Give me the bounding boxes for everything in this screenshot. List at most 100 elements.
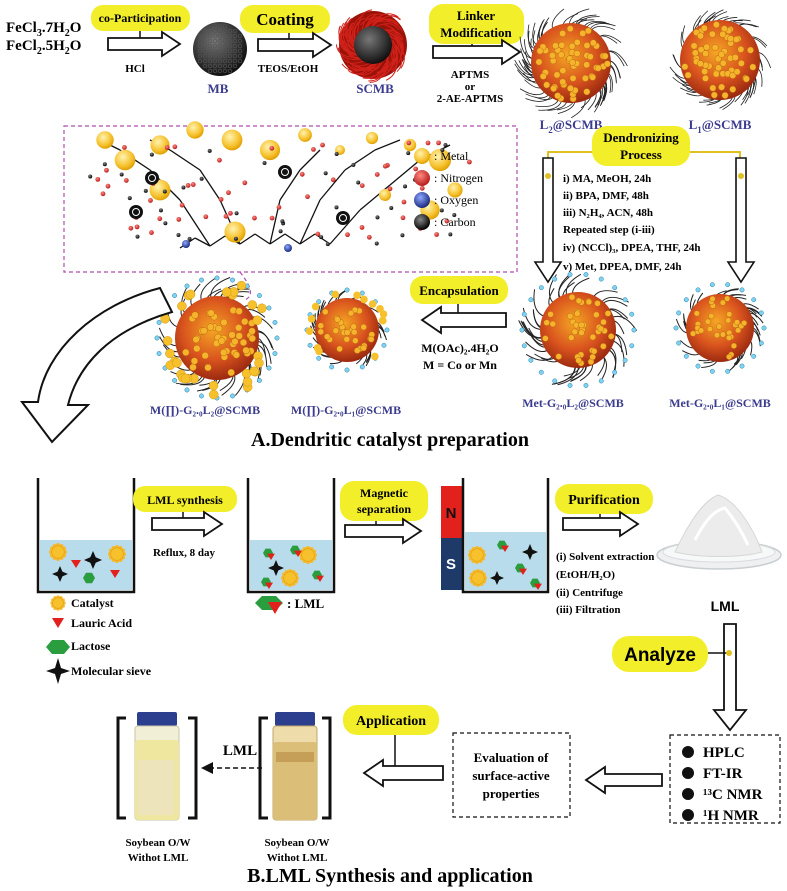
product-label: LML (711, 598, 740, 614)
step-label: Encapsulation (419, 283, 499, 298)
section-a-title: A.Dendritic catalyst preparation (251, 429, 529, 451)
beaker-reaction (36, 478, 136, 594)
pill (429, 4, 524, 44)
dendron-step: iii) N₂H₄, ACN, 48h (563, 207, 653, 219)
step-label: Modification (440, 25, 512, 40)
particle-m-l1: M(∏)-G₂.₀L₁@SCMB (291, 287, 401, 417)
dendron-step: ii) BPA, DMF, 48h (563, 190, 649, 202)
step-coating: Coating TEOS/EtOH (240, 5, 333, 75)
analysis-item: ¹H NMR (703, 808, 759, 824)
particle-label: M(∏)-G₂.₀L₂@SCMB (150, 403, 260, 417)
vial-left: Soybean O/W Withot LML (116, 712, 198, 864)
step-label: Dendronizing (603, 130, 679, 145)
magnet-n-label: N (446, 505, 457, 522)
step-label: Magnetic (360, 486, 409, 500)
step-condition: APTMS (451, 69, 490, 81)
pill (410, 276, 508, 304)
step-magnetic-separation: Magnetic separation (340, 481, 428, 545)
molecular-sieve-icon (46, 658, 70, 684)
particle-label: SCMB (356, 81, 394, 96)
legend-label: : Carbon (434, 215, 476, 229)
svg-text:FeCl3.7H2O: FeCl3.7H2O (6, 20, 81, 39)
process-arrow (432, 38, 522, 66)
vial-label: Soybean O/W (264, 837, 329, 849)
particle-mb: MB (193, 22, 247, 96)
particle-scmb: SCMB (335, 9, 407, 96)
legend-label: : Oxygen (434, 193, 478, 207)
lauric-acid-icon (52, 618, 64, 628)
particle-label: MB (208, 81, 229, 96)
step-label: Process (620, 147, 662, 162)
process-arrow (420, 305, 507, 335)
step-condition: 2-AE-APTMS (437, 93, 504, 105)
particle-label: L1@SCMB (689, 117, 752, 135)
legend-label: Lactose (71, 639, 111, 653)
purification-step: (i) Solvent extraction (556, 551, 654, 563)
legend-label: Catalyst (71, 596, 114, 610)
legend-label: : Metal (434, 149, 469, 163)
step-label: Purification (568, 493, 640, 508)
step-lml-synthesis: LML synthesis Reflux, 8 day (133, 486, 237, 559)
dendron-steps: i) MA, MeOH, 24h ii) BPA, DMF, 48h iii) … (563, 173, 700, 273)
pill (592, 126, 690, 166)
purification-step: (ii) Centrifuge (556, 587, 623, 599)
process-arrow (344, 517, 423, 545)
pill (612, 636, 708, 672)
step-condition: M = Co or Mn (423, 358, 497, 372)
process-arrow (584, 765, 663, 795)
evaluation-text: Evaluation of (474, 750, 549, 765)
process-arrow (562, 510, 640, 538)
beaker-product (246, 478, 336, 594)
magnet-s-label: S (446, 556, 456, 573)
pill (343, 705, 439, 735)
analysis-methods-box: HPLC FT-IR ¹³C NMR ¹H NMR (669, 734, 781, 824)
lactose-icon (46, 640, 70, 654)
curved-transfer-arrow (20, 286, 174, 444)
magnet: N S (441, 486, 462, 590)
step-condition: Reflux, 8 day (153, 547, 216, 559)
process-arrow (107, 30, 182, 58)
vial-right: Soybean O/W Withot LML (258, 712, 332, 864)
legend-swatch (414, 192, 430, 208)
particle-label: M(∏)-G₂.₀L₁@SCMB (291, 403, 401, 417)
pill (133, 486, 237, 512)
beaker-legend: Catalyst Lauric Acid Lactose Molecular s… (46, 595, 152, 684)
analysis-item: HPLC (703, 745, 745, 761)
step-application: Application (343, 705, 444, 788)
lml-key: : LML (255, 596, 325, 614)
legend-label: : Nitrogen (434, 171, 483, 185)
pill (240, 5, 330, 33)
catalyst-icon (50, 595, 66, 611)
down-arrow (712, 623, 748, 732)
beaker-separation (461, 478, 550, 594)
legend-label: Molecular sieve (71, 664, 152, 678)
step-label: separation (357, 502, 411, 516)
step-label: LML synthesis (147, 493, 223, 507)
step-label: co-Participation (99, 11, 182, 25)
evaluation-text: surface-active (472, 768, 549, 783)
analysis-item: ¹³C NMR (703, 787, 763, 803)
dendron-step: v) Met, DPEA, DMF, 24h (563, 261, 681, 273)
process-arrow (151, 510, 224, 538)
step-dendronizing: Dendronizing Process i) MA, MeOH, 24h ii… (533, 126, 756, 284)
step-condition: TEOS/EtOH (258, 63, 319, 75)
legend-swatch (414, 214, 430, 230)
section-b-title: B.LML Synthesis and application (247, 865, 533, 887)
process-arrow (257, 31, 333, 59)
particle-label: Met-G₂.₀L₂@SCMB (522, 396, 624, 410)
particle-label: Met-G₂.₀L₁@SCMB (669, 396, 771, 410)
particle-label: L2@SCMB (540, 117, 603, 135)
particle-m-l2: M(∏)-G₂.₀L₂@SCMB (150, 275, 280, 417)
pill (91, 5, 190, 31)
particle-met-l2: Met-G₂.₀L₂@SCMB (518, 272, 638, 410)
step-encapsulation: Encapsulation M(OAc)₂.4H₂O M = Co or Mn (410, 276, 508, 372)
vial-arrow-label: LML (223, 743, 257, 759)
step-analyze: Analyze (612, 636, 732, 672)
purification-step: (iii) Filtration (556, 604, 620, 616)
vial-arrow: LML (201, 743, 262, 774)
product-powder-dish: LML (656, 494, 782, 614)
pill (555, 484, 653, 514)
vial-label: Withot LML (267, 852, 328, 864)
